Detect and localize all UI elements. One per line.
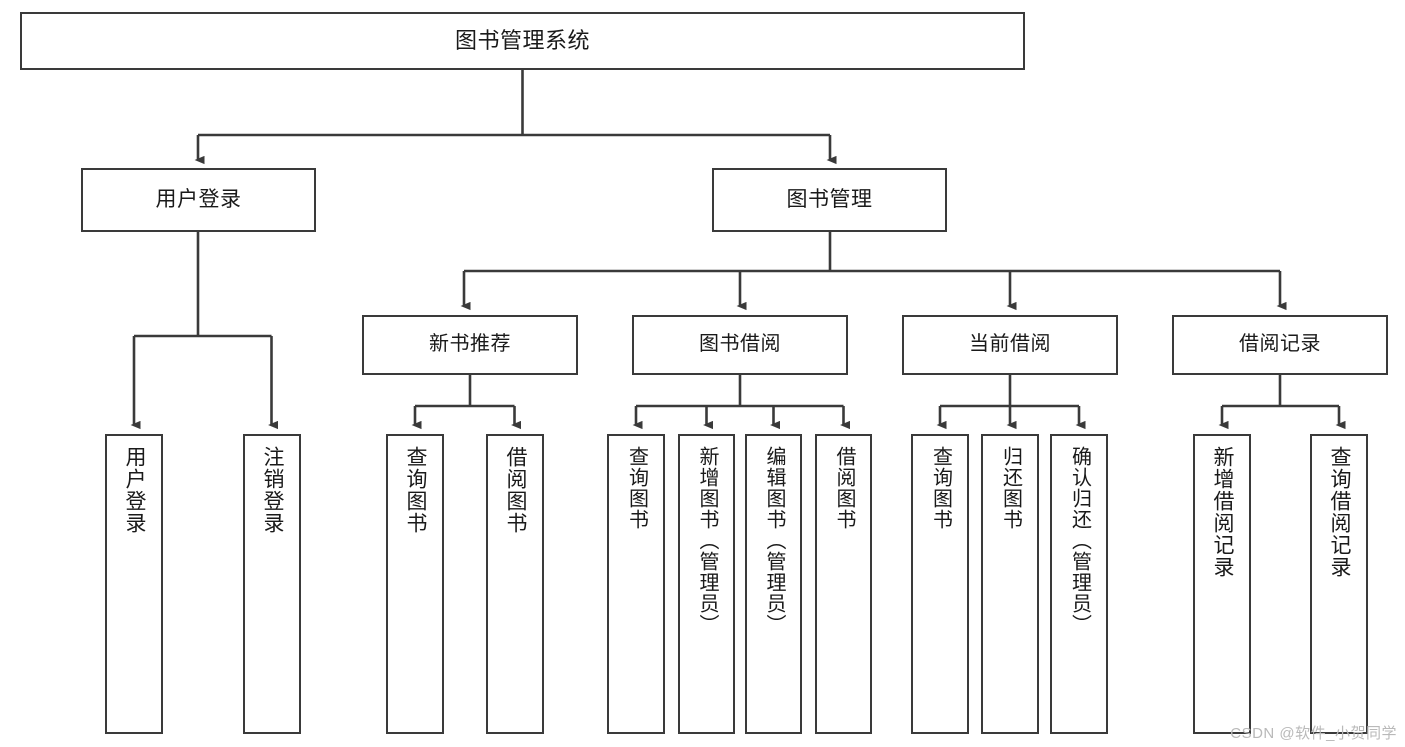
node-leaf-current-borrow-query[interactable]: 查询图书 (911, 434, 969, 734)
node-group-current-borrow-label: 当前借阅 (969, 333, 1051, 356)
node-leaf-book-borrow-query[interactable]: 查询图书 (607, 434, 665, 734)
node-leaf-borrow-record-query[interactable]: 查询借阅记录 (1310, 434, 1368, 734)
node-leaf-current-borrow-query-label: 查询图书 (929, 446, 952, 530)
node-leaf-book-borrow-borrow[interactable]: 借阅图书 (815, 434, 872, 734)
node-leaf-book-borrow-edit-label: 编辑图书（管理员） (763, 446, 785, 635)
node-branch-book-management[interactable]: 图书管理 (712, 168, 947, 232)
node-leaf-user-login-logout-label: 注销登录 (261, 446, 285, 534)
node-root-label: 图书管理系统 (454, 28, 590, 54)
node-leaf-new-book-borrow-label: 借阅图书 (504, 446, 528, 534)
node-leaf-user-login-login[interactable]: 用户登录 (105, 434, 163, 734)
node-group-new-book-recommend[interactable]: 新书推荐 (362, 315, 578, 375)
node-leaf-new-book-query-label: 查询图书 (404, 446, 428, 534)
node-leaf-borrow-record-query-label: 查询借阅记录 (1328, 446, 1352, 578)
node-group-current-borrow[interactable]: 当前借阅 (902, 315, 1118, 375)
node-branch-user-login-label: 用户登录 (155, 187, 242, 211)
node-group-new-book-recommend-label: 新书推荐 (429, 333, 511, 356)
node-root-book-management-system[interactable]: 图书管理系统 (20, 12, 1025, 70)
node-branch-user-login[interactable]: 用户登录 (81, 168, 316, 232)
node-leaf-current-borrow-confirm-return-label: 确认归还（管理员） (1068, 446, 1091, 635)
watermark-text: CSDN @软件_小贺同学 (1230, 725, 1397, 742)
node-leaf-current-borrow-return[interactable]: 归还图书 (981, 434, 1039, 734)
node-leaf-new-book-query[interactable]: 查询图书 (386, 434, 444, 734)
node-group-book-borrow[interactable]: 图书借阅 (632, 315, 848, 375)
node-group-borrow-record-label: 借阅记录 (1239, 333, 1321, 356)
node-group-book-borrow-label: 图书借阅 (699, 333, 781, 356)
node-leaf-current-borrow-return-label: 归还图书 (999, 446, 1022, 530)
node-leaf-current-borrow-confirm-return[interactable]: 确认归还（管理员） (1050, 434, 1108, 734)
node-leaf-book-borrow-query-label: 查询图书 (625, 446, 648, 530)
node-branch-book-management-label: 图书管理 (786, 187, 873, 211)
node-leaf-borrow-record-add[interactable]: 新增借阅记录 (1193, 434, 1251, 734)
node-group-borrow-record[interactable]: 借阅记录 (1172, 315, 1388, 375)
node-leaf-borrow-record-add-label: 新增借阅记录 (1211, 446, 1235, 578)
node-leaf-new-book-borrow[interactable]: 借阅图书 (486, 434, 544, 734)
node-leaf-book-borrow-edit[interactable]: 编辑图书（管理员） (745, 434, 802, 734)
node-leaf-user-login-logout[interactable]: 注销登录 (243, 434, 301, 734)
node-leaf-book-borrow-add-label: 新增图书（管理员） (696, 446, 718, 635)
node-leaf-book-borrow-borrow-label: 借阅图书 (833, 446, 855, 530)
node-leaf-user-login-login-label: 用户登录 (123, 446, 147, 534)
node-leaf-book-borrow-add[interactable]: 新增图书（管理员） (678, 434, 735, 734)
